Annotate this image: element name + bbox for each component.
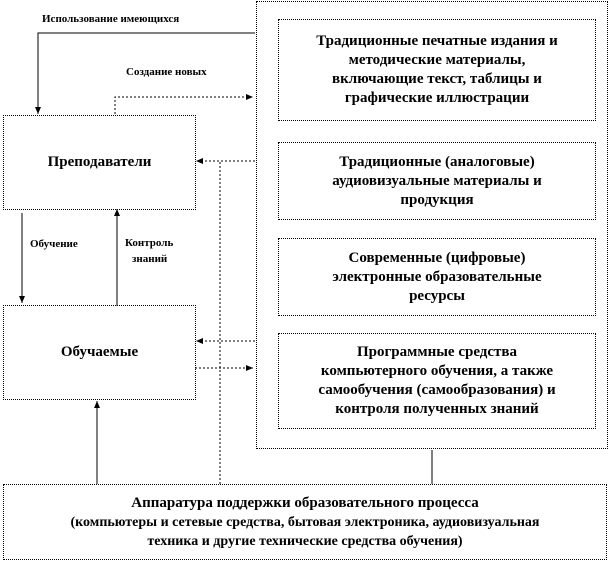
- resource-software-line: контроля полученных знаний: [335, 401, 539, 417]
- resources-group: [256, 1, 608, 449]
- hardware-box: Аппаратура поддержки образовательного пр…: [3, 484, 607, 560]
- hardware-line: техника и другие технические средства об…: [147, 533, 463, 549]
- resource-print-line: графические иллюстрации: [344, 90, 530, 106]
- resource-print-line: методические материалы,: [348, 52, 526, 68]
- resource-box-print: Традиционные печатные издания и методиче…: [278, 19, 596, 121]
- control-label-line1: Контроль: [125, 237, 174, 249]
- create-new-label: Создание новых: [126, 66, 207, 78]
- teachers-box: Преподаватели: [3, 115, 196, 210]
- resource-analog-line: продукция: [400, 191, 474, 208]
- resource-analog-line: аудиовизуальные материалы и: [332, 172, 542, 189]
- resource-digital-line: электронные образовательные: [332, 268, 542, 285]
- hardware-to-teachers-arrow: [198, 160, 221, 484]
- create-new-arrow: [114, 94, 253, 114]
- teachers-label: Преподаватели: [47, 154, 152, 170]
- resource-print-line: включающие текст, таблицы и: [332, 71, 542, 87]
- use-existing-label: Использование имеющихся: [42, 13, 180, 25]
- resource-print-line: Традиционные печатные издания и: [316, 33, 558, 49]
- learners-label: Обучаемые: [60, 344, 139, 360]
- resource-software-line: компьютерного обучения, а также: [320, 363, 554, 379]
- resource-box-digital: Современные (цифровые) электронные образ…: [278, 238, 596, 316]
- learners-box: Обучаемые: [3, 305, 196, 400]
- resource-digital-line: ресурсы: [409, 287, 465, 304]
- use-existing-arrow: [35, 32, 255, 114]
- resource-software-line: Программные средства: [356, 344, 518, 360]
- resource-analog-line: Традиционные (аналоговые): [339, 153, 535, 170]
- resource-box-software: Программные средства компьютерного обуче…: [278, 333, 596, 429]
- control-label-line2: знаний: [132, 253, 168, 265]
- hardware-title: Аппаратура поддержки образовательного пр…: [131, 494, 479, 511]
- teaching-label: Обучение: [30, 238, 78, 250]
- hardware-line: (компьютеры и сетевые средства, бытовая …: [70, 514, 540, 530]
- resource-box-analog: Традиционные (аналоговые) аудиовизуальны…: [278, 142, 596, 220]
- resource-software-line: самообучения (самообразования) и: [318, 382, 556, 398]
- resource-digital-line: Современные (цифровые): [348, 249, 526, 266]
